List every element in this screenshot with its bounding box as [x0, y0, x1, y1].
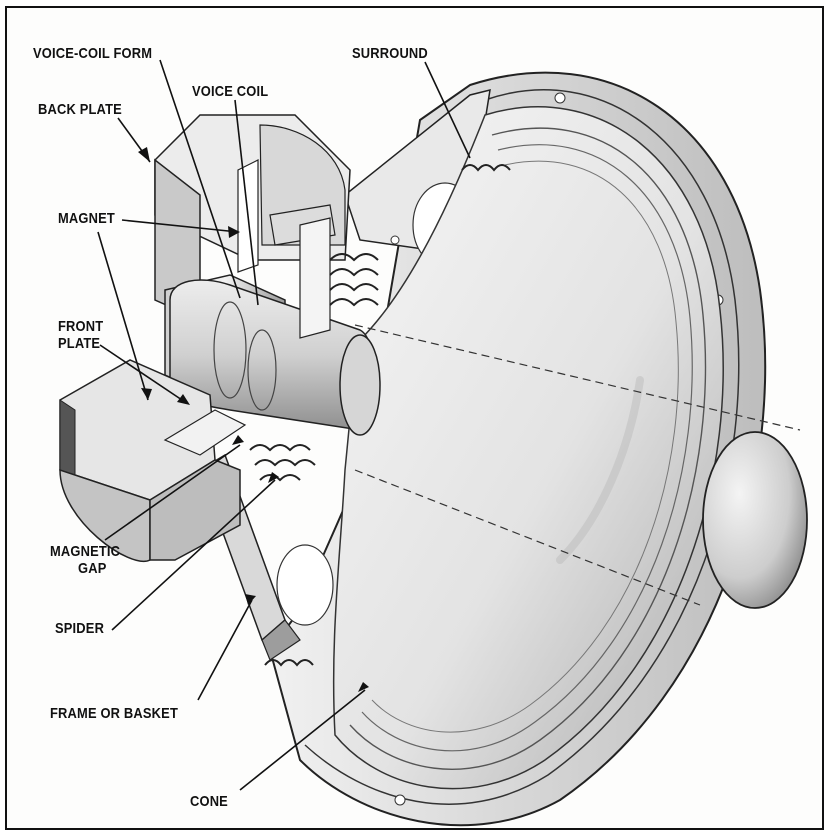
label-front-plate-line1: FRONT: [58, 318, 103, 335]
label-magnetic-gap-line1: MAGNETIC: [50, 543, 120, 560]
label-magnet: MAGNET: [58, 210, 115, 227]
label-spider: SPIDER: [55, 620, 104, 637]
magnet-assembly-shape: [60, 115, 380, 561]
label-back-plate: BACK PLATE: [38, 101, 122, 118]
label-cone: CONE: [190, 793, 228, 810]
label-voice-coil: VOICE COIL: [192, 83, 268, 100]
label-magnetic-gap-line2: GAP: [78, 560, 106, 577]
leader-frame-or-basket: [198, 600, 252, 700]
label-front-plate-line2: PLATE: [58, 335, 100, 352]
label-frame-or-basket: FRAME OR BASKET: [50, 705, 178, 722]
label-surround: SURROUND: [352, 45, 428, 62]
label-voice-coil-form: VOICE-COIL FORM: [33, 45, 152, 62]
